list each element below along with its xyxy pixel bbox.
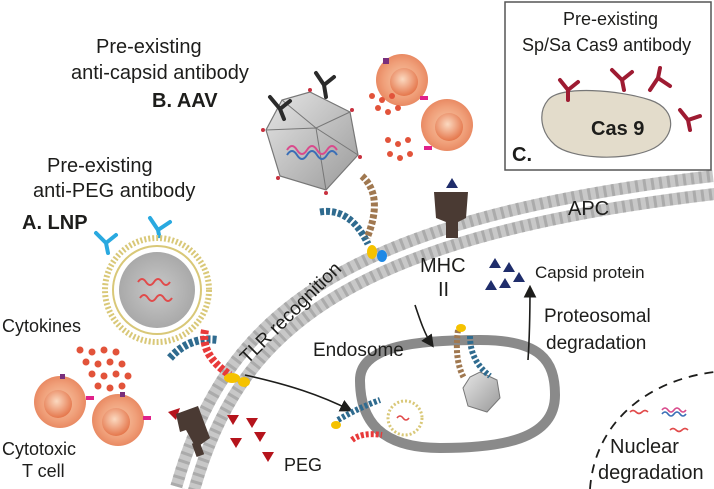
cas9-antibody-label-line1: Pre-existing (563, 9, 659, 29)
aav-label: B. AAV (152, 90, 218, 112)
tlr-receptor-icon (331, 397, 383, 443)
nuclear-label-line2: degradation (598, 462, 704, 484)
aav-capsid-icon (261, 88, 362, 195)
apc-membrane (170, 170, 714, 489)
mhc-label-line1: MHC (420, 255, 466, 277)
peg-receptor-icon (176, 406, 210, 457)
cas9-protein-icon (541, 89, 672, 158)
dna-fragments (629, 407, 689, 433)
tlr-receptor-icon (319, 173, 387, 262)
anti-peg-label-line1: Pre-existing (47, 155, 153, 177)
proteosomal-label-line2: degradation (546, 333, 647, 354)
panel-c-label: C. (512, 144, 532, 166)
cytokines-cluster (76, 346, 132, 392)
anti-capsid-label-line2: anti-capsid antibody (71, 62, 249, 84)
anti-peg-label-line2: anti-PEG antibody (33, 180, 196, 202)
cas9-label: Cas 9 (591, 118, 645, 140)
proteosomal-label-line1: Proteosomal (544, 306, 651, 327)
peg-label: PEG (284, 455, 323, 475)
antibody-icon (268, 71, 336, 121)
nucleus-boundary (589, 371, 714, 489)
cytotoxic-label-line1: Cytotoxic (2, 439, 77, 459)
anti-capsid-label-line1: Pre-existing (96, 36, 202, 58)
tlr-receptor-icon (453, 324, 492, 380)
tlr-receptor-icon (167, 329, 250, 387)
mhc-label-line2: II (438, 279, 450, 301)
panel-c-frame (504, 1, 712, 171)
arrow-icon (244, 284, 537, 412)
cytotoxic-label-line2: T cell (22, 461, 65, 481)
endosome-label: Endosome (313, 340, 404, 361)
mhc-receptor-icon (434, 178, 468, 238)
capsid-protein-label: Capsid protein (535, 263, 645, 282)
cytokines-label: Cytokines (2, 316, 82, 336)
antibody-icon (558, 66, 702, 132)
t-cell-icon (376, 54, 473, 151)
t-cell-icon (34, 374, 151, 446)
lnp-label: A. LNP (22, 212, 88, 234)
cas9-antibody-label-line2: Sp/Sa Cas9 antibody (522, 35, 692, 55)
nuclear-label-line1: Nuclear (610, 436, 679, 458)
lnp-icon (386, 399, 424, 437)
lnp-icon (102, 235, 212, 345)
apc-label: APC (568, 198, 610, 220)
peg-triangles (168, 408, 274, 462)
aav-capsid-icon (462, 371, 501, 413)
capsid-protein-triangles (485, 258, 525, 290)
cytokines-cluster (369, 93, 413, 161)
